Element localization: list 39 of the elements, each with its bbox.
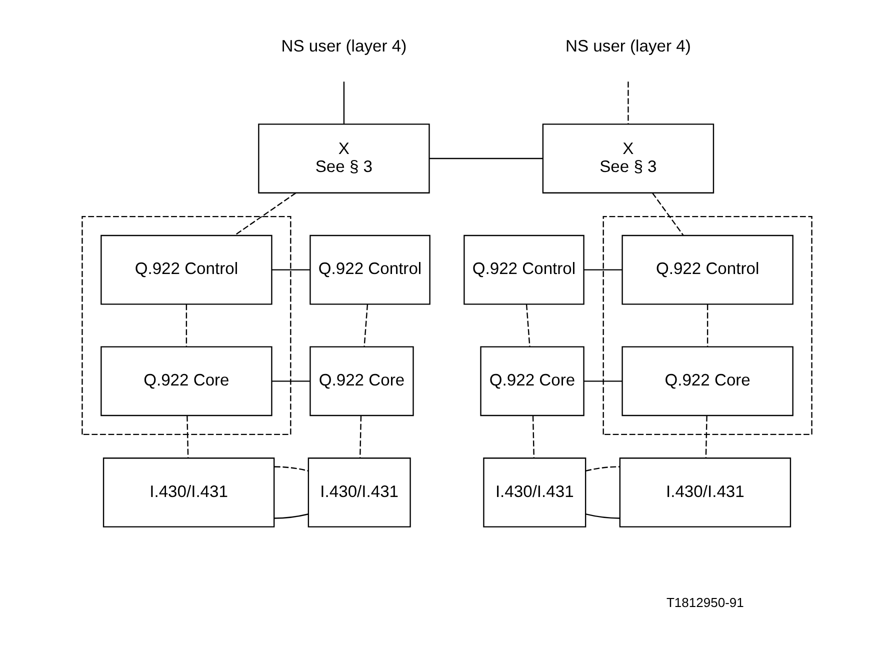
connector bbox=[186, 304, 188, 347]
connector bbox=[532, 416, 535, 458]
connector bbox=[429, 158, 543, 160]
node-box: Q.922 Control bbox=[310, 234, 430, 305]
node-box: I.430/I.431 bbox=[308, 458, 411, 528]
connector bbox=[584, 380, 622, 382]
connector bbox=[652, 192, 684, 236]
node-box: Q.922 Core bbox=[100, 346, 272, 416]
node-box: I.430/I.431 bbox=[619, 458, 792, 528]
node-box: Q.922 Control bbox=[622, 234, 794, 305]
cluster bbox=[82, 216, 292, 436]
node-box: Q.922 Control bbox=[464, 234, 584, 305]
connector bbox=[364, 304, 368, 347]
node-box: Q.922 Core bbox=[310, 346, 414, 416]
node-box: X See § 3 bbox=[542, 124, 714, 194]
node-box: I.430/I.431 bbox=[483, 458, 586, 528]
connector bbox=[272, 269, 310, 270]
label: T1812950-91 bbox=[666, 595, 744, 610]
connector bbox=[274, 466, 308, 472]
connector bbox=[359, 416, 362, 458]
connector bbox=[272, 380, 310, 382]
connector bbox=[705, 416, 708, 458]
connector bbox=[585, 514, 620, 519]
node-box: X See § 3 bbox=[258, 124, 430, 194]
connector bbox=[628, 82, 629, 124]
node-box: Q.922 Core bbox=[480, 346, 584, 416]
connector bbox=[585, 466, 620, 472]
connector bbox=[274, 514, 308, 519]
cluster bbox=[602, 216, 812, 436]
connector bbox=[706, 304, 708, 347]
connector bbox=[584, 269, 622, 270]
connector bbox=[186, 416, 189, 458]
node-box: Q.922 Core bbox=[622, 346, 794, 416]
node-text: NS user (layer 4) bbox=[281, 36, 407, 56]
connector bbox=[526, 304, 530, 347]
connector bbox=[343, 82, 345, 124]
node-box: Q.922 Control bbox=[100, 234, 272, 305]
node-text: NS user (layer 4) bbox=[566, 36, 691, 56]
node-box: I.430/I.431 bbox=[102, 458, 275, 528]
